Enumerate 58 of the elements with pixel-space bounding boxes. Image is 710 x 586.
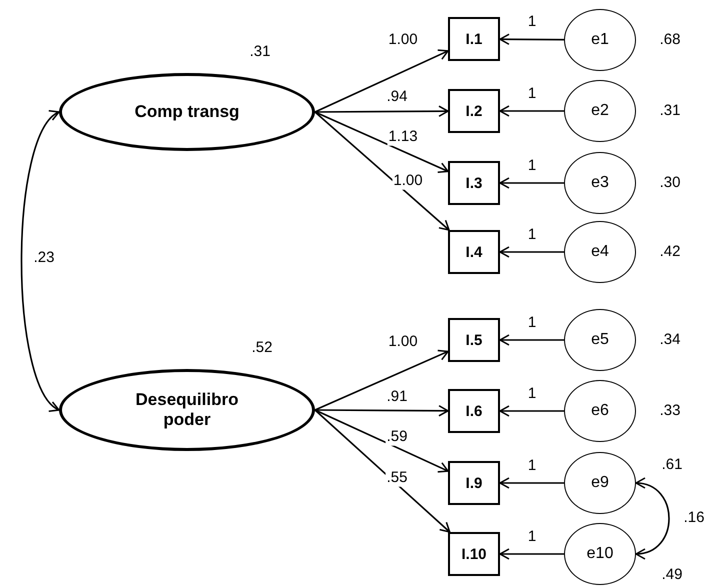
variance-estimate: .68 — [660, 32, 680, 48]
indicator-name: I.4 — [464, 244, 484, 260]
error-term-name: e3 — [590, 174, 610, 192]
path-arrow — [499, 548, 564, 560]
indicator-box — [448, 161, 500, 205]
error-term-name: e4 — [590, 243, 610, 261]
path-arrow — [314, 49, 449, 113]
indicator-box — [448, 17, 500, 61]
path-arrow — [314, 350, 449, 411]
latent-variable-name: Desequilibro poder — [134, 390, 240, 430]
error-term-name: e10 — [586, 545, 614, 563]
path-arrow — [314, 111, 450, 231]
path-arrow — [499, 34, 564, 46]
variance-estimate: .31 — [250, 44, 270, 60]
path-arrow — [499, 177, 564, 189]
indicator-box — [448, 532, 500, 576]
path-arrow — [499, 334, 564, 346]
variance-estimate: .61 — [662, 456, 682, 474]
path-arrow — [499, 477, 564, 489]
error-term-name: e5 — [590, 331, 610, 349]
edge-label: 1.13 — [387, 128, 419, 146]
indicator-name: I.1 — [464, 30, 484, 48]
indicator-box — [448, 89, 500, 133]
latent-variable-name: Comp transg — [134, 102, 240, 122]
path-arrow — [499, 246, 564, 258]
indicator-box — [448, 389, 500, 433]
path-arrow — [635, 478, 670, 558]
edge-label: 1.00 — [392, 172, 424, 190]
indicator-name: I.5 — [464, 332, 484, 348]
path-arrow — [314, 409, 449, 473]
path-arrow — [20, 111, 60, 411]
path-arrow — [499, 405, 564, 417]
indicator-box — [448, 318, 500, 362]
error-term-name: e9 — [590, 474, 610, 492]
indicator-box — [448, 461, 500, 505]
path-arrow — [315, 405, 449, 417]
indicator-name: I.9 — [464, 474, 484, 492]
variance-estimate: .33 — [660, 402, 680, 420]
indicator-name: I.10 — [460, 546, 488, 562]
path-arrow — [499, 105, 564, 117]
edge-label: .55 — [386, 470, 408, 486]
path-arrow — [314, 111, 449, 174]
indicator-name: I.2 — [464, 102, 484, 120]
variance-estimate: .49 — [662, 566, 682, 584]
indicator-name: I.3 — [464, 174, 484, 192]
error-term-name: e6 — [590, 402, 610, 420]
variance-estimate: .31 — [660, 102, 680, 120]
error-term-name: e2 — [590, 102, 610, 120]
indicator-name: I.6 — [464, 402, 484, 420]
error-term-name: e1 — [590, 31, 610, 49]
indicator-box — [448, 230, 500, 274]
path-arrow — [314, 409, 450, 533]
variance-estimate: .34 — [660, 332, 680, 348]
variance-estimate: .52 — [252, 340, 272, 356]
variance-estimate: .30 — [660, 174, 680, 192]
edge-label: .59 — [386, 428, 408, 446]
path-arrow — [315, 105, 449, 117]
variance-estimate: .42 — [660, 244, 680, 260]
